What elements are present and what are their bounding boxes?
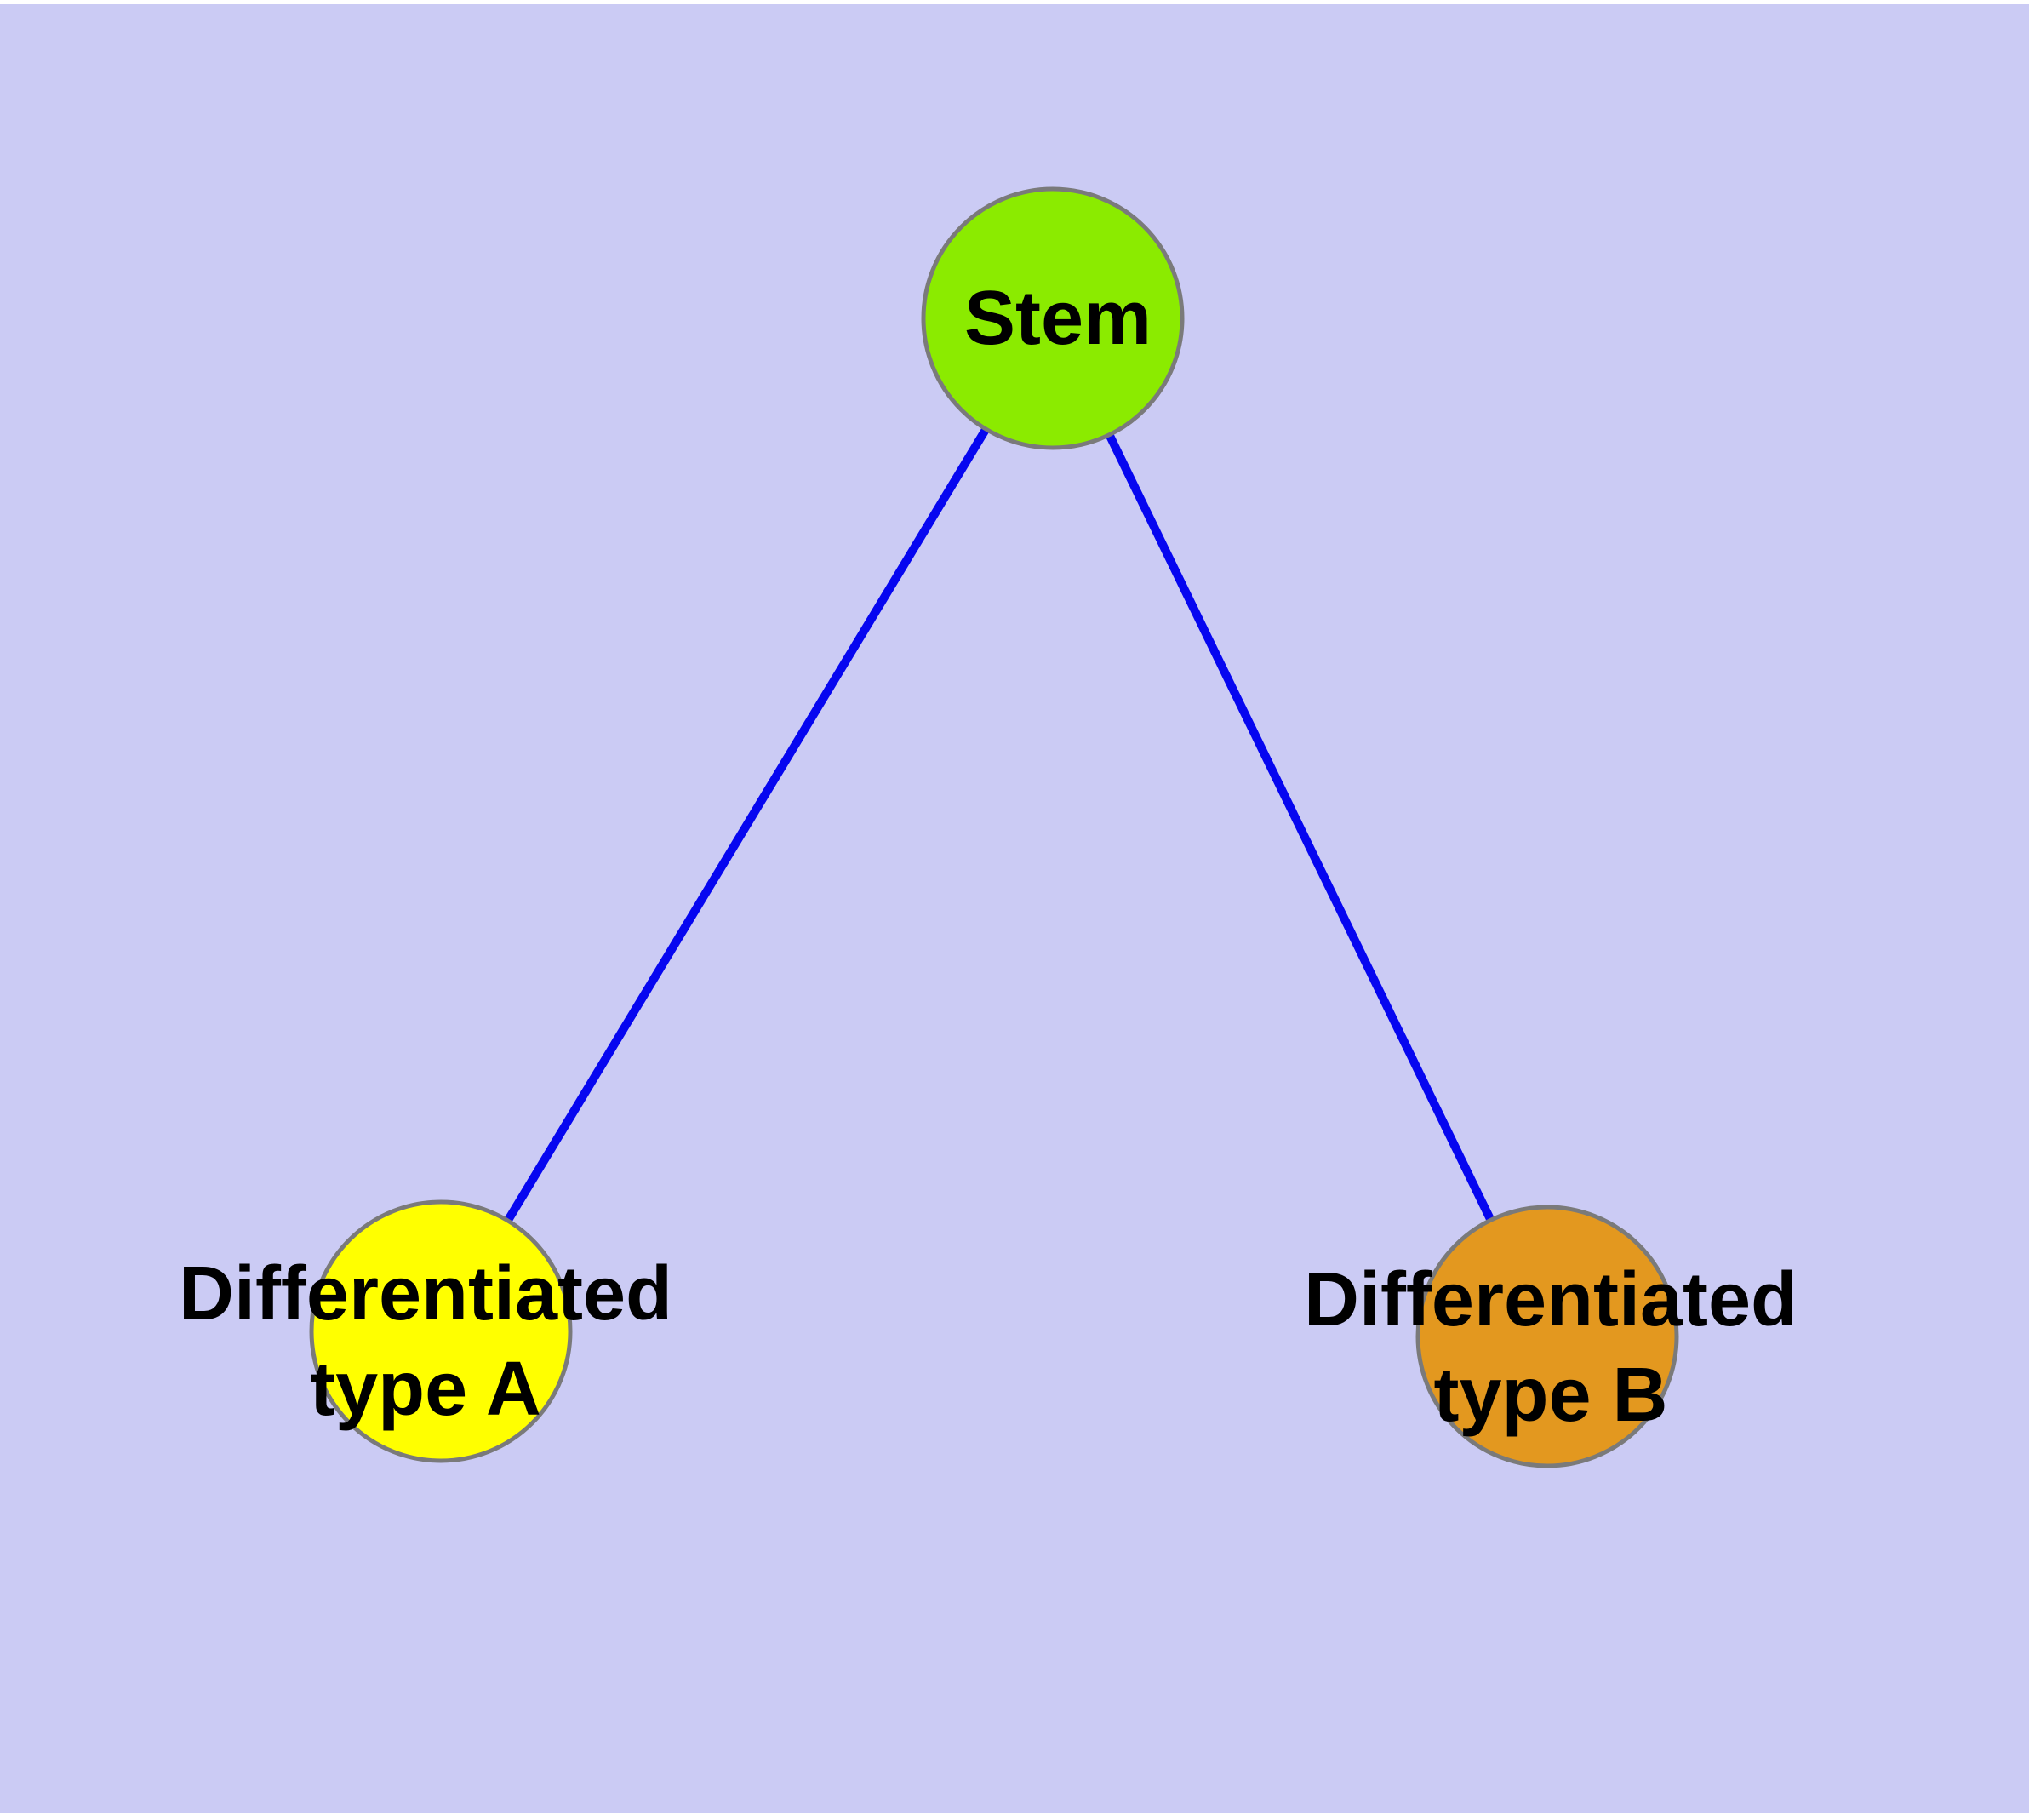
- node-differentiated-type-a: [309, 1199, 573, 1463]
- edges-layer: [437, 316, 1552, 1339]
- node-differentiated-type-b: [1415, 1205, 1679, 1468]
- node-label-stem: Stem: [964, 276, 1152, 361]
- edge-stem-to-differentiated-type-b: [1049, 316, 1552, 1339]
- node-label-line: Stem: [964, 276, 1152, 361]
- edge-stem-to-differentiated-type-a: [437, 316, 1057, 1334]
- node-label-line: Differentiated: [179, 1251, 672, 1336]
- node-stem: [921, 186, 1185, 450]
- node-label-line: type A: [310, 1347, 541, 1432]
- node-label-differentiated-type-b: Differentiated type B: [1304, 1257, 1798, 1438]
- node-label-differentiated-type-a: Differentiated type A: [179, 1251, 672, 1432]
- node-label-line: type B: [1433, 1353, 1667, 1438]
- nodes-layer: [309, 186, 1679, 1468]
- node-label-line: Differentiated: [1304, 1257, 1798, 1342]
